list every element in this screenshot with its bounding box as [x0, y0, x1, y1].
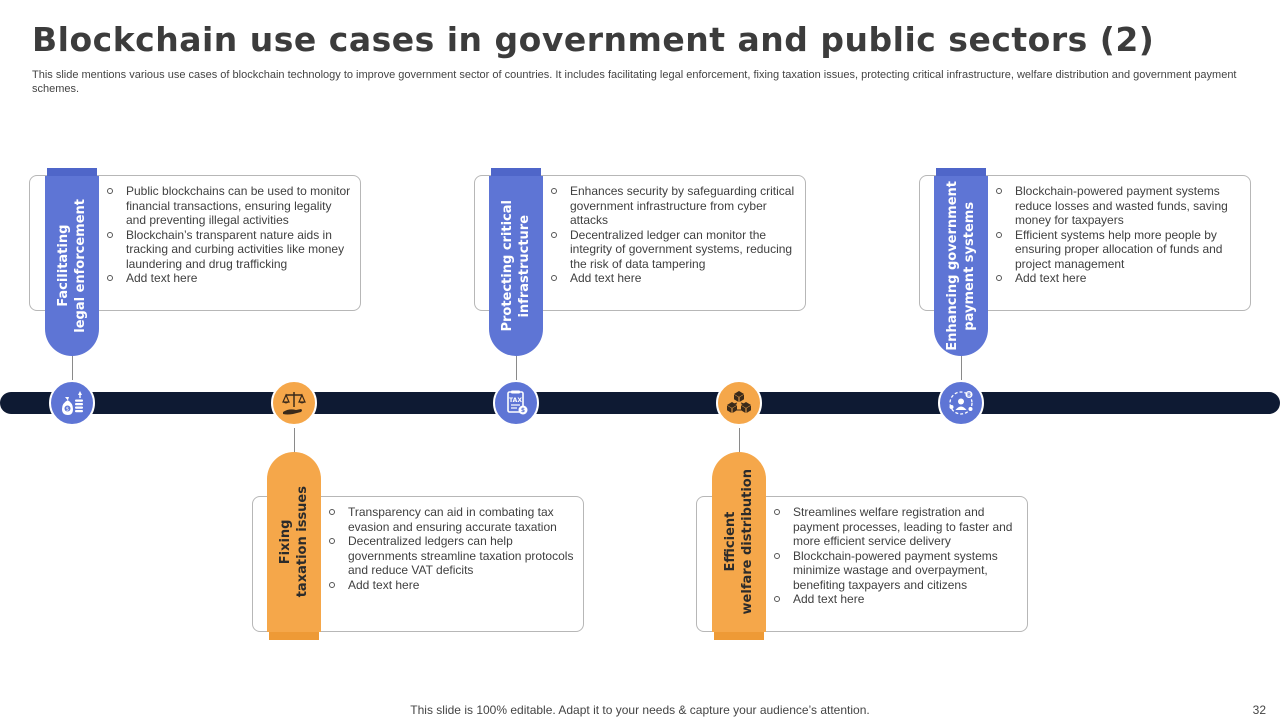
card-bullets-infrastructure: Enhances security by safeguarding critic…: [550, 184, 796, 286]
timeline-node-welfare: [716, 380, 762, 426]
connector-line: [294, 428, 295, 454]
connector-line: [739, 428, 740, 454]
bullet-item: Enhances security by safeguarding critic…: [550, 184, 796, 228]
bullet-item: Transparency can aid in combating tax ev…: [328, 505, 574, 534]
bullet-item: Public blockchains can be used to monito…: [106, 184, 352, 228]
timeline-node-legal: $: [49, 380, 95, 426]
bullet-item: Blockchain-powered payment systems reduc…: [995, 184, 1241, 228]
svg-text:B: B: [967, 392, 971, 398]
bullet-item: Efficient systems help more people by en…: [995, 228, 1241, 272]
bullet-item: Blockchain-powered payment systems minim…: [773, 549, 1019, 593]
person-network-icon: B: [949, 391, 973, 415]
card-bullets-payment: Blockchain-powered payment systems reduc…: [995, 184, 1241, 286]
card-tab-infrastructure: [491, 168, 541, 176]
timeline-bar: [0, 392, 1280, 414]
timeline-node-taxation: [271, 380, 317, 426]
card-bullets-legal: Public blockchains can be used to monito…: [106, 184, 352, 286]
page-number: 32: [1252, 703, 1266, 717]
blockchain-cubes-icon: [727, 391, 751, 413]
timeline-node-payment: B: [938, 380, 984, 426]
card-tab-welfare: [714, 632, 764, 640]
money-bag-icon: $: [62, 391, 83, 415]
bullet-item: Decentralized ledgers can help governmen…: [328, 534, 574, 578]
card-tab-legal: [47, 168, 97, 176]
bullet-item: Add text here: [773, 592, 1019, 607]
connector-line: [516, 355, 517, 382]
card-tab-taxation: [269, 632, 319, 640]
svg-text:$: $: [66, 406, 69, 412]
svg-text:TAX: TAX: [509, 397, 522, 404]
timeline-node-infrastructure: TAX $: [493, 380, 539, 426]
bullet-item: Add text here: [328, 578, 574, 593]
bullet-item: Streamlines welfare registration and pay…: [773, 505, 1019, 549]
slide-title: Blockchain use cases in government and p…: [32, 20, 1155, 59]
card-bullets-taxation: Transparency can aid in combating tax ev…: [328, 505, 574, 592]
bullet-item: Add text here: [106, 271, 352, 286]
connector-line: [961, 355, 962, 382]
card-bullets-welfare: Streamlines welfare registration and pay…: [773, 505, 1019, 607]
bullet-item: Add text here: [550, 271, 796, 286]
connector-line: [72, 355, 73, 382]
bullet-item: Add text here: [995, 271, 1241, 286]
bullet-item: Blockchain’s transparent nature aids in …: [106, 228, 352, 272]
svg-text:$: $: [521, 407, 525, 414]
slide-footer: This slide is 100% editable. Adapt it to…: [410, 703, 870, 717]
card-tab-payment: [936, 168, 986, 176]
bullet-item: Decentralized ledger can monitor the int…: [550, 228, 796, 272]
tax-document-icon: TAX $: [507, 390, 528, 415]
scales-hand-icon: [282, 392, 306, 415]
slide-subtitle: This slide mentions various use cases of…: [32, 69, 1237, 95]
